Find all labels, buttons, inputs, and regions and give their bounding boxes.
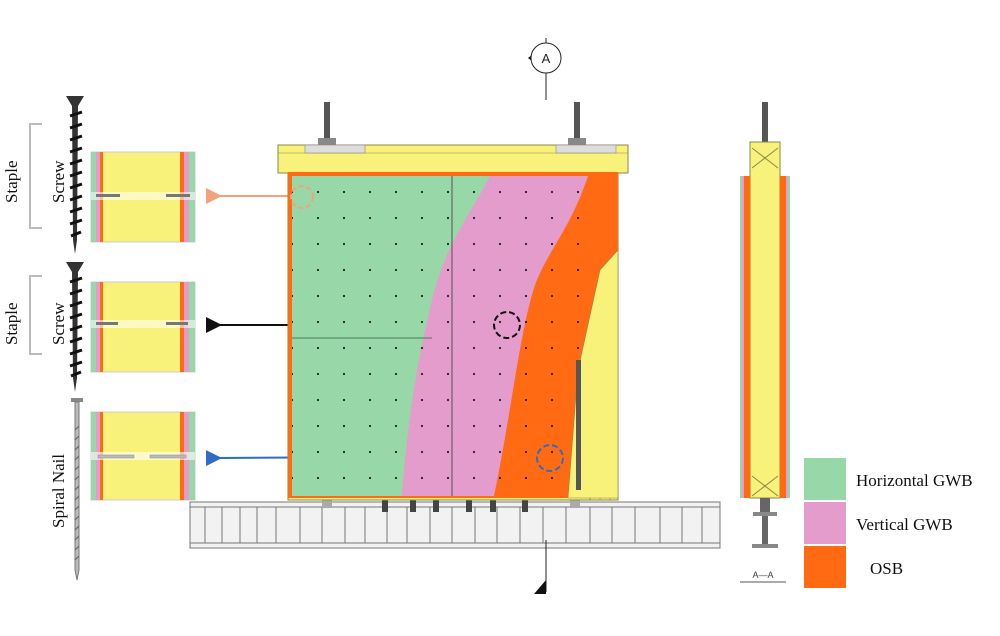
legend: Horizontal GWB Vertical GWB OSB — [804, 458, 973, 588]
screw-icon — [66, 96, 84, 254]
callout-orange — [290, 185, 314, 209]
screw-label: Screw — [49, 302, 68, 345]
staple-icon — [29, 275, 42, 355]
callout-black — [493, 311, 521, 339]
staple-icon — [29, 123, 42, 229]
legend-swatch-vertical-gwb — [804, 502, 846, 544]
detail-section-spiral-nail — [90, 411, 196, 501]
spiral-nail-icon — [71, 398, 83, 581]
screw-label: Screw — [49, 160, 68, 203]
legend-swatch-osb — [804, 546, 846, 588]
callout-blue — [536, 444, 564, 472]
legend-swatch-horizontal-gwb — [804, 458, 846, 500]
legend-label-vertical-gwb: Vertical GWB — [856, 515, 953, 534]
base-truss — [189, 501, 721, 549]
svg-text:A—A: A—A — [752, 570, 773, 580]
spiral-nail-label: Spiral Nail — [49, 454, 68, 528]
side-section-view: A—A — [740, 102, 790, 583]
legend-label-horizontal-gwb: Horizontal GWB — [856, 471, 973, 490]
wall-specimen — [277, 102, 629, 501]
svg-text:A: A — [542, 51, 551, 66]
detail-section-staple-screw-mid — [90, 281, 196, 373]
screw-icon — [66, 262, 84, 392]
staple-label: Staple — [2, 303, 21, 346]
anchor-bolts — [322, 500, 580, 512]
section-marker: A — [528, 38, 562, 594]
detail-section-staple-screw-top — [90, 151, 196, 243]
staple-label: Staple — [2, 161, 21, 204]
legend-label-osb: OSB — [870, 559, 903, 578]
fastener-column: Staple Screw Staple Screw Spiral Nail — [2, 96, 84, 581]
